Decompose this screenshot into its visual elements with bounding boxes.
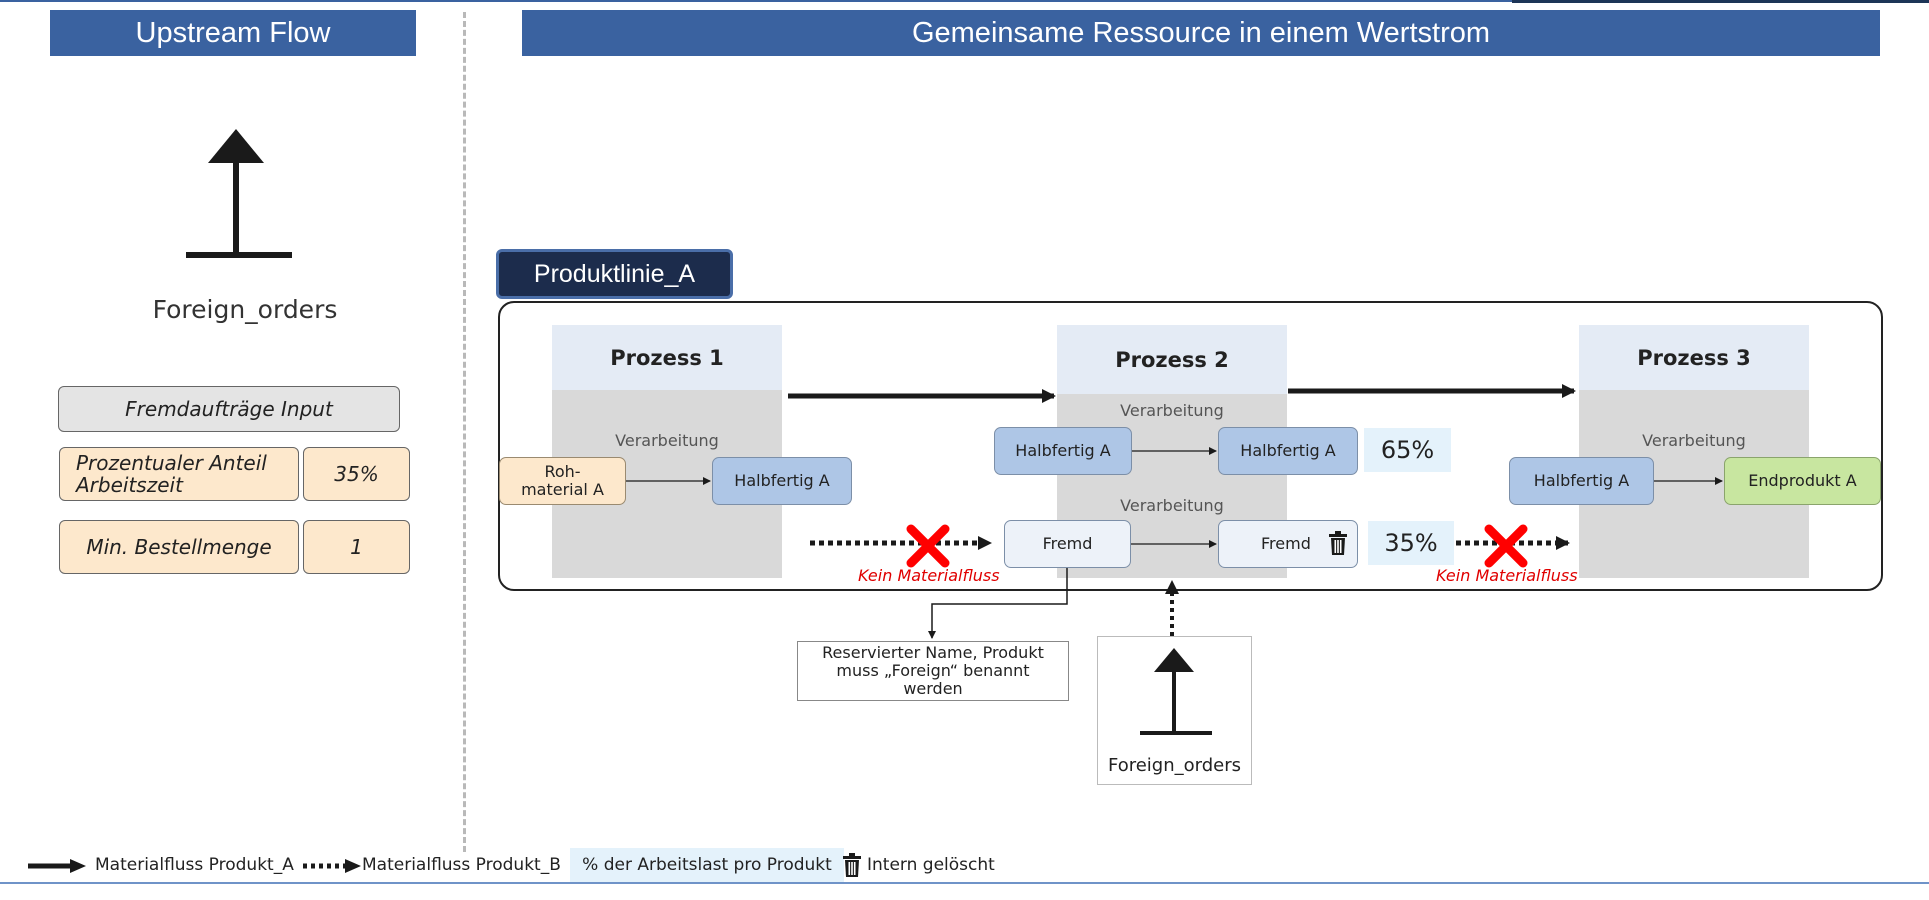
share-a-percent: 65%: [1364, 428, 1451, 472]
no-flow-label-right: Kein Materialfluss: [1436, 566, 1578, 585]
legend-solid-label: Materialfluss Produkt_A: [95, 855, 294, 875]
min-order-label: Min. Bestellmenge: [59, 520, 299, 574]
p2-semi-finished-a-input-box[interactable]: Halbfertig A: [994, 427, 1132, 475]
p3-semi-finished-a-box[interactable]: Halbfertig A: [1509, 457, 1654, 505]
no-flow-x-icon-right: [1484, 524, 1528, 568]
legend-dotted-arrow-icon: [303, 859, 361, 873]
process-1-header: Prozess 1: [552, 325, 782, 390]
foreign-orders-input-header: Fremdaufträge Input: [58, 386, 400, 432]
legend-dotted-label: Materialfluss Produkt_B: [362, 855, 561, 875]
legend-trash-icon: [843, 853, 861, 877]
panel-divider: [463, 12, 466, 852]
foreign-orders-source-icon: [186, 129, 292, 258]
upstream-node-label: Foreign_orders: [152, 295, 338, 324]
process-2-activity-a: Verarbeitung: [1120, 401, 1224, 420]
percent-share-value[interactable]: 35%: [303, 447, 410, 501]
process-1-activity: Verarbeitung: [615, 431, 719, 450]
legend-deleted-label: Intern gelöscht: [867, 855, 995, 875]
foreign-input-box[interactable]: Fremd: [1004, 520, 1131, 568]
product-line-tag[interactable]: Produktlinie_A: [496, 249, 733, 299]
share-b-percent: 35%: [1368, 521, 1454, 565]
no-flow-x-icon-left: [906, 524, 950, 568]
source-icon: [1140, 648, 1212, 735]
reserved-name-note: Reservierter Name, Produkt muss „Foreign…: [797, 641, 1069, 701]
process-2-activity-b: Verarbeitung: [1120, 496, 1224, 515]
upstream-flow-title: Upstream Flow: [50, 10, 416, 56]
raw-material-a-box[interactable]: Roh- material A: [499, 457, 626, 505]
p1-semi-finished-a-box[interactable]: Halbfertig A: [712, 457, 852, 505]
no-flow-label-left: Kein Materialfluss: [858, 566, 1000, 585]
process-3-header: Prozess 3: [1579, 325, 1809, 390]
process-2-header: Prozess 2: [1057, 325, 1287, 394]
trash-icon: [1329, 531, 1347, 555]
percent-share-label: Prozentualer Anteil Arbeitszeit: [59, 447, 299, 501]
min-order-value[interactable]: 1: [303, 520, 410, 574]
top-border-line: [0, 0, 1929, 2]
foreign-output-label: Fremd: [1261, 534, 1311, 553]
bottom-border-line: [0, 882, 1929, 884]
process-3-activity: Verarbeitung: [1642, 431, 1746, 450]
final-product-a-box[interactable]: Endprodukt A: [1724, 457, 1881, 505]
p2-semi-finished-a-output-box[interactable]: Halbfertig A: [1218, 427, 1358, 475]
shared-resource-title: Gemeinsame Ressource in einem Wertstrom: [522, 10, 1880, 56]
source-label: Foreign_orders: [1107, 755, 1241, 776]
top-border-accent: [1512, 0, 1929, 3]
foreign-orders-source-box[interactable]: Foreign_orders: [1097, 636, 1252, 785]
legend-solid-arrow-icon: [28, 859, 86, 873]
legend-percent-label: % der Arbeitslast pro Produkt: [570, 848, 844, 882]
